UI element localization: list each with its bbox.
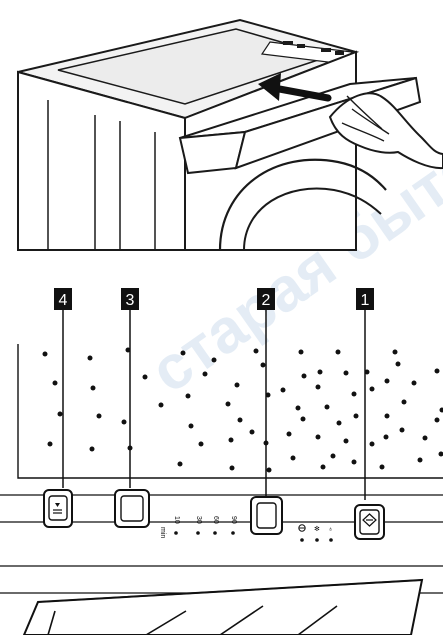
callout-4	[54, 288, 72, 310]
hand-finger-line	[346, 95, 383, 130]
shirt-icon: ♁	[328, 526, 333, 533]
hand-finger-line	[341, 122, 385, 142]
callout-2	[257, 288, 275, 310]
push-arrow-icon	[258, 73, 332, 102]
callout-1-label: 1	[361, 292, 370, 309]
snow-icon: ✻	[314, 525, 320, 533]
time-dot	[174, 531, 178, 535]
callout-4-label: 4	[59, 292, 68, 309]
drum-icon	[298, 524, 306, 532]
time-dot	[196, 531, 200, 535]
surface-dots	[42, 347, 443, 473]
door-inner-outline	[243, 187, 382, 251]
mode-dot	[300, 538, 304, 542]
time-unit-label: min	[159, 527, 166, 538]
drawer-edge-line	[145, 610, 187, 635]
time-label-60: 60	[212, 516, 219, 524]
top-control-mark	[297, 44, 305, 48]
top-control-mark	[283, 41, 293, 45]
start-diamond-icon	[362, 513, 377, 527]
time-label-10: 10	[173, 516, 180, 524]
bottom-drawer-illustration	[0, 565, 443, 635]
button-1-inner	[359, 509, 380, 535]
time-label-90: 90	[230, 516, 237, 524]
drawer-edge-line	[219, 605, 264, 635]
program-button-2[interactable]	[250, 496, 283, 535]
mode-dot	[329, 538, 333, 542]
time-label-30: 30	[195, 516, 202, 524]
button-2-inner	[256, 502, 277, 529]
callout-3	[121, 288, 139, 310]
time-button-3[interactable]	[114, 489, 150, 528]
control-panel-diagram: 4 3 2 1	[0, 288, 443, 542]
callout-1	[356, 288, 374, 310]
door-outline	[218, 158, 387, 251]
top-control-mark	[335, 51, 344, 55]
button-4-inner	[48, 495, 68, 521]
top-control-mark	[321, 48, 331, 52]
panel-outline-top	[17, 344, 443, 479]
drawer-edge-line	[47, 610, 56, 635]
top-washing-machine-illustration	[17, 18, 443, 251]
down-arrow-icon	[55, 503, 60, 507]
mode-dot	[315, 538, 319, 542]
time-dot	[213, 531, 217, 535]
callout-3-label: 3	[126, 292, 135, 309]
hand-icon	[328, 92, 443, 170]
drawer-bar-front	[178, 130, 247, 175]
drawer-edge-line	[297, 605, 338, 635]
lower-drawer	[22, 578, 424, 635]
time-scale: min 10 30 60 90	[159, 516, 237, 538]
mode-icons: ✻ ♁	[298, 524, 333, 542]
time-dot	[231, 531, 235, 535]
menu-button-4[interactable]	[43, 489, 73, 528]
start-pause-button-1[interactable]	[354, 504, 385, 540]
hand-finger-line	[351, 108, 390, 135]
button-3-inner	[120, 495, 144, 522]
drawer-top-edge	[37, 579, 423, 603]
callout-2-label: 2	[262, 292, 271, 309]
